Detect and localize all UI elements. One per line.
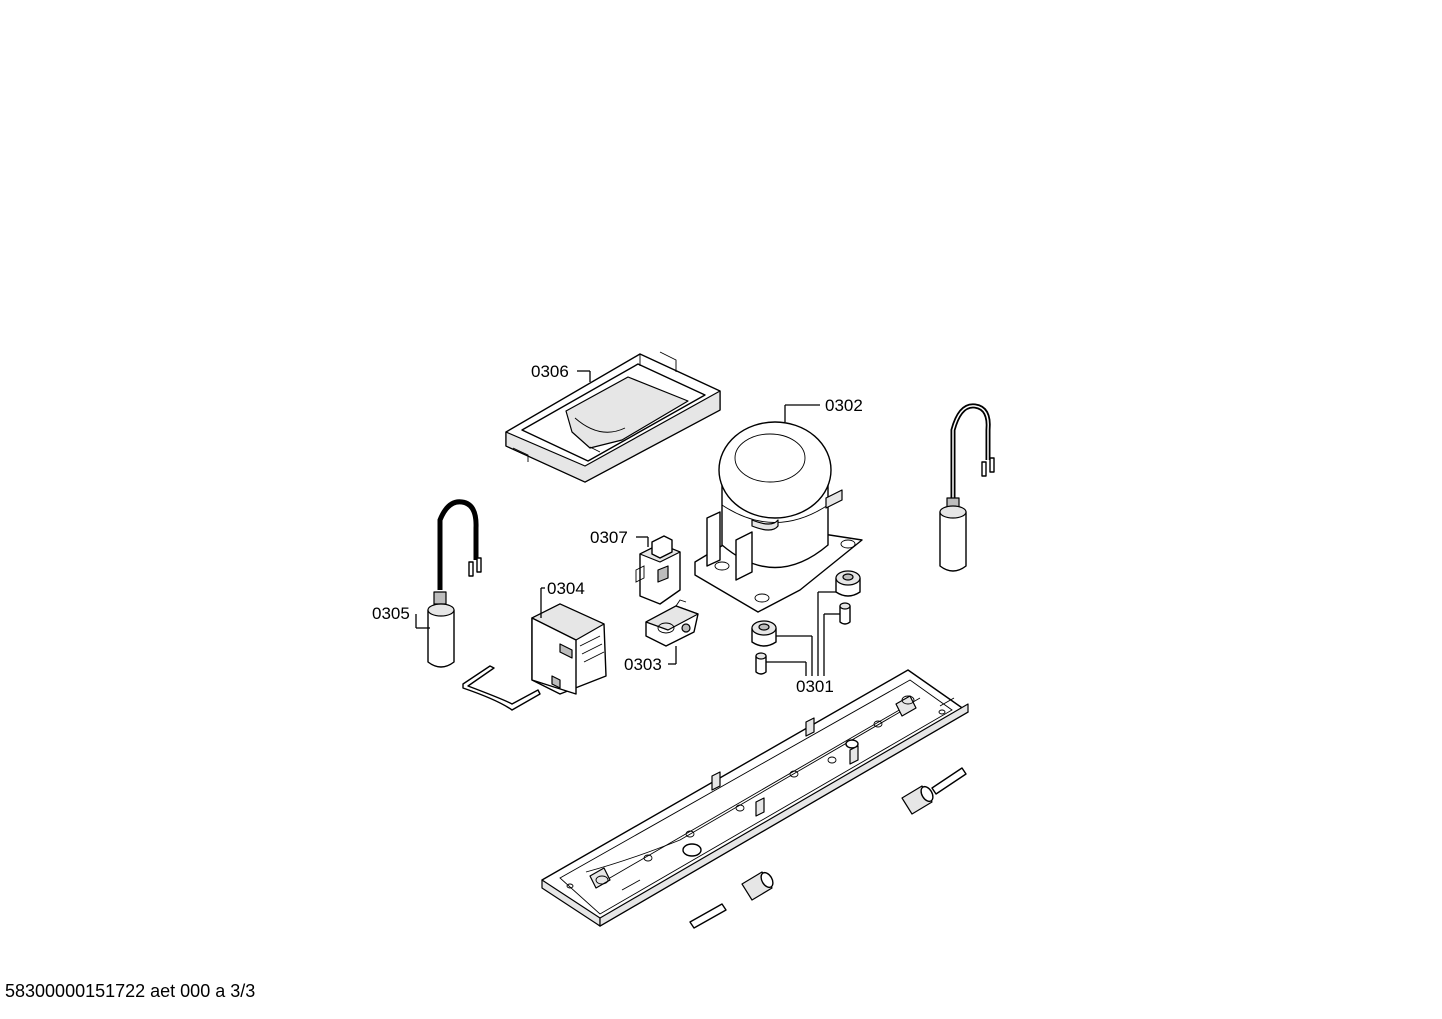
drawing-reference-footer: 58300000151722 aet 000 a 3/3 bbox=[5, 981, 256, 1001]
label-0304: 0304 bbox=[547, 579, 585, 598]
leader-0301 bbox=[766, 591, 840, 676]
label-0301: 0301 bbox=[796, 677, 834, 696]
part-0305-capacitor bbox=[427, 499, 482, 668]
part-base-rail bbox=[541, 669, 969, 927]
part-0304-cover bbox=[531, 603, 607, 695]
part-0302-compressor bbox=[694, 421, 863, 613]
part-capacitor-right bbox=[939, 403, 995, 572]
rail-bushings-and-pins bbox=[689, 767, 967, 929]
label-0305: 0305 bbox=[372, 604, 410, 623]
part-0306-tray bbox=[505, 351, 721, 483]
label-0302: 0302 bbox=[825, 396, 863, 415]
part-0303-protector bbox=[645, 599, 699, 647]
wire-clip bbox=[462, 665, 541, 711]
label-0307: 0307 bbox=[590, 528, 628, 547]
part-0307-relay bbox=[635, 535, 681, 605]
label-0303: 0303 bbox=[624, 655, 662, 674]
label-0306: 0306 bbox=[531, 362, 569, 381]
part-0301-grommets bbox=[751, 570, 861, 675]
